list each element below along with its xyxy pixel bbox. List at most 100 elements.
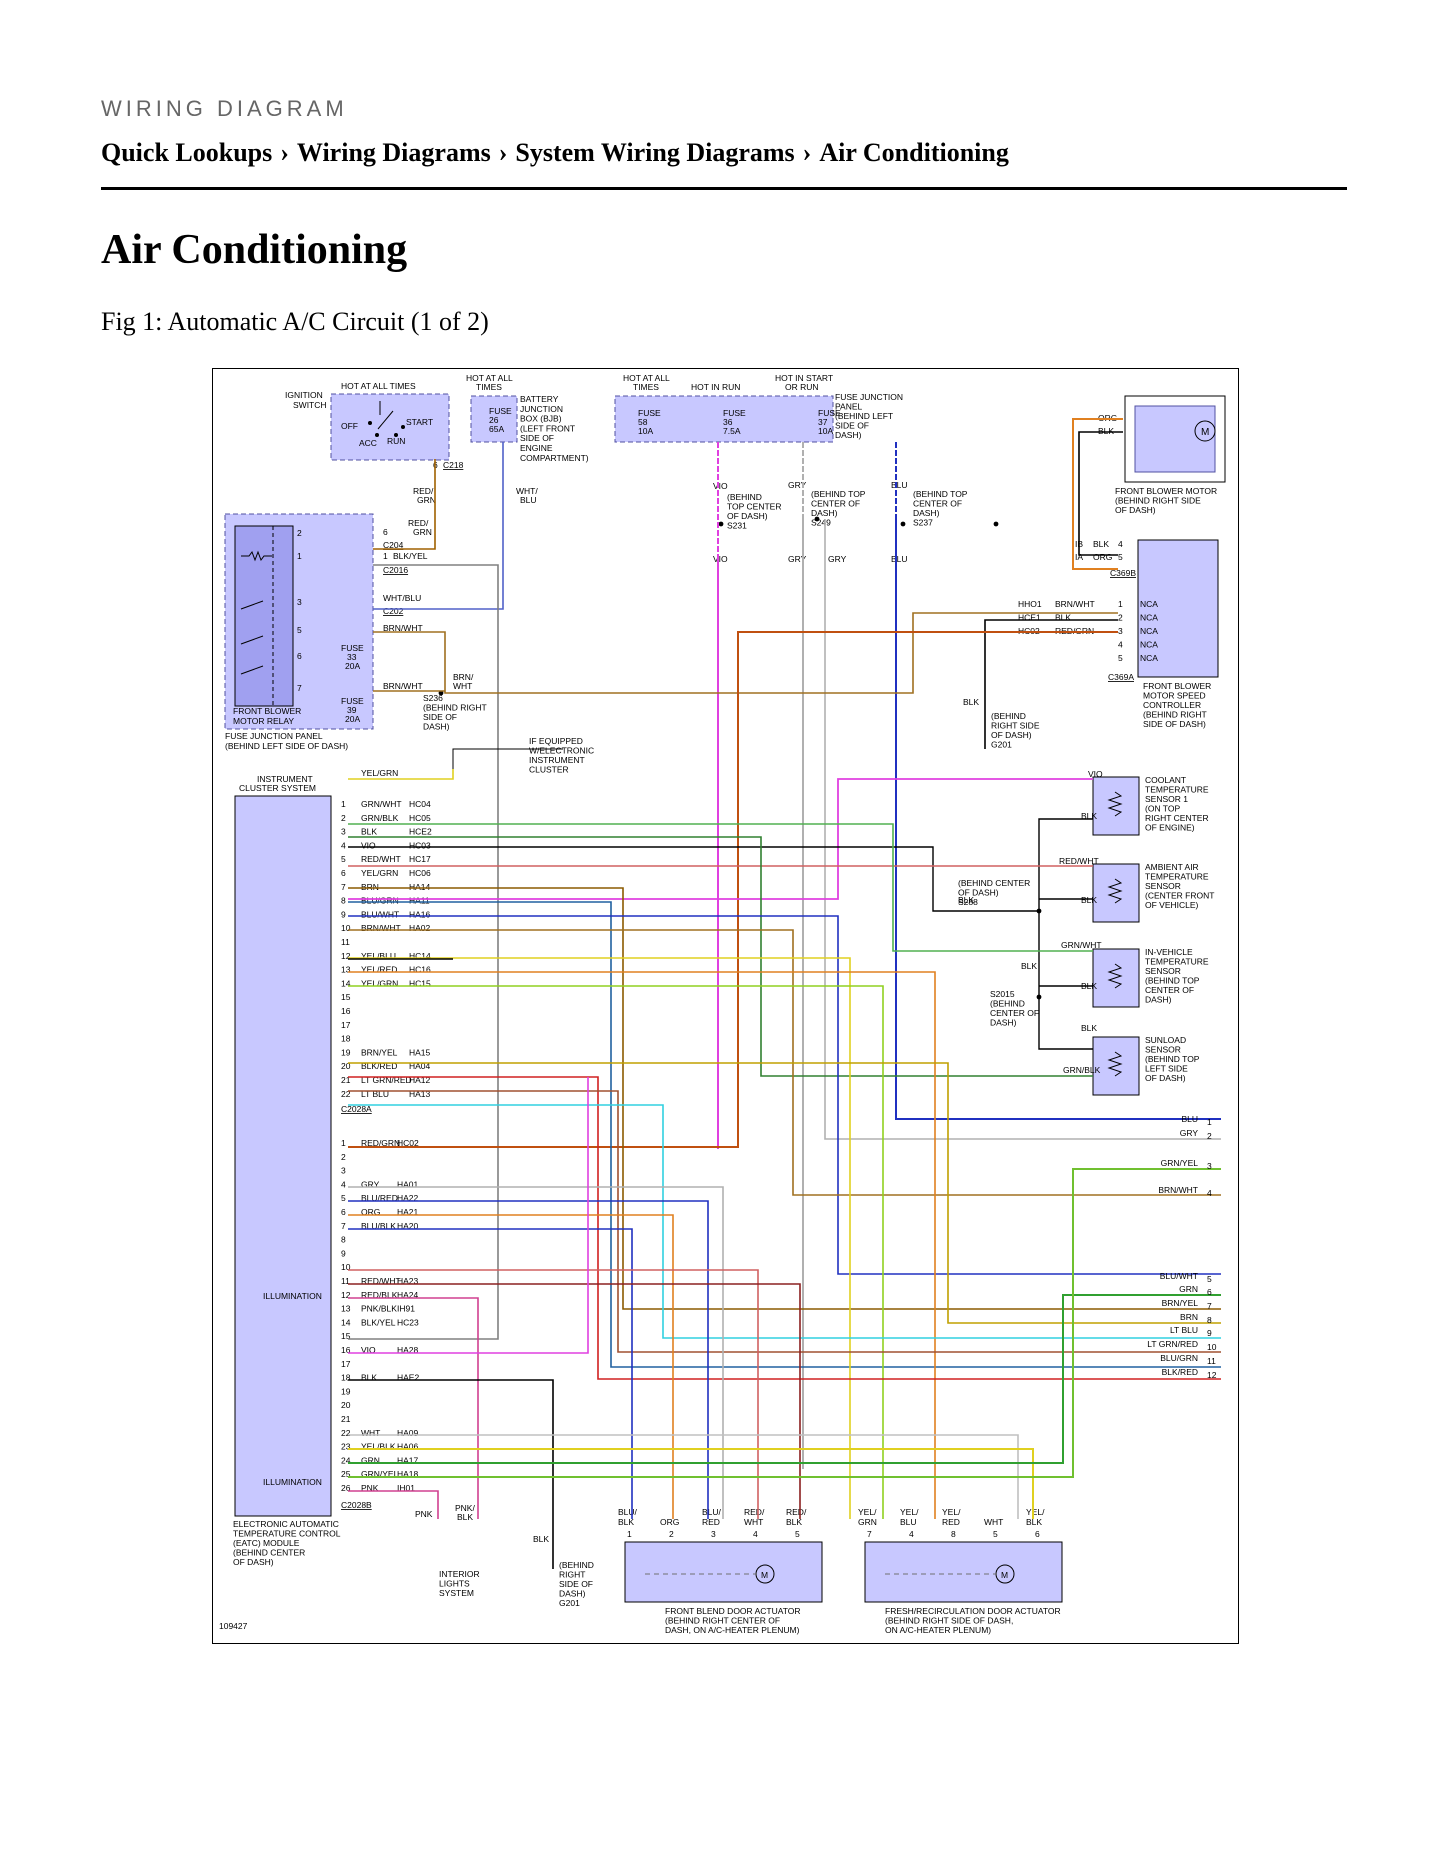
pin-number: 4 [909, 1529, 914, 1539]
circuit-code: HC23 [397, 1317, 419, 1327]
coolant-label: (ON TOP [1145, 804, 1180, 814]
fuse-label: FUSE [341, 696, 364, 706]
breadcrumb-system-wiring-diagrams[interactable]: System Wiring Diagrams [515, 138, 795, 167]
wire-label: YEL/ [942, 1507, 961, 1517]
blower-label: FRONT BLOWER MOTOR [1115, 486, 1217, 496]
page-title: Air Conditioning [101, 227, 408, 273]
pin-number: 6 [1035, 1529, 1040, 1539]
wire-label: RED/ [744, 1507, 765, 1517]
fuse-label: FUSE [723, 408, 746, 418]
pin-number: 15 [341, 992, 351, 1002]
pin-number: 13 [341, 965, 351, 975]
svg-text:HOT IN START: HOT IN START [775, 373, 833, 383]
pin-number: 20 [341, 1400, 351, 1410]
fuse-number: 37 [818, 417, 828, 427]
fuse-number: 33 [347, 652, 357, 662]
breadcrumb-separator: › [280, 138, 289, 167]
wire-label: BLU/ [618, 1507, 638, 1517]
circuit-code: IH01 [397, 1483, 415, 1493]
wire-label: ORG [1093, 552, 1112, 562]
front-blend-label: (BEHIND RIGHT CENTER OF [665, 1616, 780, 1626]
hot-label: HOT AT ALL [466, 373, 513, 383]
wire-label: GRN/WHT [361, 799, 402, 809]
coolant-label: SENSOR 1 [1145, 794, 1188, 804]
fresh-recirc-label: FRESH/RECIRCULATION DOOR ACTUATOR [885, 1606, 1061, 1616]
wire-yel-blk [348, 1448, 1034, 1519]
wire-label: BLK [361, 827, 377, 837]
pin-number: 17 [341, 1359, 351, 1369]
interior-lights-label: INTERIOR [439, 1569, 480, 1579]
relay-label: MOTOR RELAY [233, 716, 294, 726]
wire-label: LT GRN/RED [1147, 1339, 1198, 1349]
relay-label: FRONT BLOWER [233, 706, 301, 716]
pin-number: 24 [341, 1455, 351, 1465]
pin-number: 5 [341, 854, 346, 864]
invehicle-label: DASH) [1145, 995, 1172, 1005]
breadcrumb-quick-lookups[interactable]: Quick Lookups [101, 138, 273, 167]
pin-number: 9 [1207, 1328, 1212, 1338]
wire-pnk-blk [348, 1297, 479, 1519]
wiring-diagram: HOT AT ALL TIMES IGNITION SWITCH OFF STA… [212, 368, 1239, 1644]
bjb-label: ENGINE [520, 443, 553, 453]
splice-dot [814, 516, 820, 522]
fuse-label: FUSE [638, 408, 661, 418]
svg-text:M: M [1201, 427, 1209, 438]
coolant-label: RIGHT CENTER [1145, 813, 1209, 823]
pin-number: 11 [341, 937, 350, 947]
wire-label: BLU [891, 480, 908, 490]
ambient-label: SENSOR [1145, 881, 1181, 891]
wire-label: BLU/GRN [1160, 1353, 1198, 1363]
wire-blk [1078, 431, 1123, 556]
s288-label: OF DASH) [958, 888, 999, 898]
splice-dot [900, 521, 906, 527]
front-blend-label: FRONT BLEND DOOR ACTUATOR [665, 1606, 801, 1616]
hot-label: HOT AT ALL TIMES [341, 381, 416, 391]
wire-label: BLK [457, 1512, 473, 1522]
pin-number: 3 [1118, 626, 1123, 636]
circuit-code: HA04 [409, 1061, 431, 1071]
circuit-code: HA24 [397, 1290, 419, 1300]
wire-label: BLK [1021, 961, 1037, 971]
pin-number: 10 [341, 1262, 351, 1272]
ground-g201: (BEHIND [559, 1560, 594, 1570]
circuit-code: HA12 [409, 1075, 431, 1085]
pin-number: 12 [341, 1290, 351, 1300]
connector-label: C204 [383, 540, 404, 550]
connector-label: C218 [443, 460, 464, 470]
wire-label: BLK [786, 1517, 802, 1527]
wire-label: ORG [660, 1517, 679, 1527]
wire-label: BLK [963, 697, 979, 707]
wire-label: RED/GRN [361, 1138, 400, 1148]
wire-label: WHT [744, 1517, 763, 1527]
circuit-code: HA28 [397, 1345, 419, 1355]
wire-label: WHT [453, 681, 472, 691]
breadcrumb-air-conditioning[interactable]: Air Conditioning [819, 138, 1009, 167]
wire-wht [348, 1434, 1019, 1519]
wire-gry [348, 1186, 724, 1519]
connector-label: C2028B [341, 1500, 372, 1510]
invehicle-label: (BEHIND TOP [1145, 976, 1200, 986]
circuit-code: HAE2 [397, 1373, 419, 1383]
circuit-code: HC14 [409, 951, 431, 961]
pin-number: 9 [341, 1248, 346, 1258]
pin-number: 18 [341, 1034, 351, 1044]
fuse-number: 58 [638, 417, 648, 427]
splice-s237: DASH) [913, 508, 940, 518]
pin-number: 14 [341, 1317, 351, 1327]
pin-number: 1 [1207, 1117, 1212, 1127]
ignition-label: SWITCH [293, 400, 327, 410]
motor-letter: M [1001, 1570, 1008, 1580]
pin-number: 4 [753, 1529, 758, 1539]
breadcrumb-separator: › [802, 138, 812, 167]
wire-label: WHT/ [516, 486, 538, 496]
pin-number: 7 [1207, 1301, 1212, 1311]
illumination-label: ILLUMINATION [263, 1477, 322, 1487]
ignition-start: START [406, 417, 433, 427]
wire-blu-grn [348, 901, 1221, 1368]
pin-number: 5 [1118, 653, 1123, 663]
breadcrumb-wiring-diagrams[interactable]: Wiring Diagrams [296, 138, 491, 167]
front-blower-motor: M ORG BLK FRONT BLOWER MOTOR(BEHIND RIGH… [1098, 395, 1226, 515]
pin-number: 3 [711, 1529, 716, 1539]
coolant-label: COOLANT [1145, 775, 1186, 785]
wires [348, 418, 1221, 1569]
